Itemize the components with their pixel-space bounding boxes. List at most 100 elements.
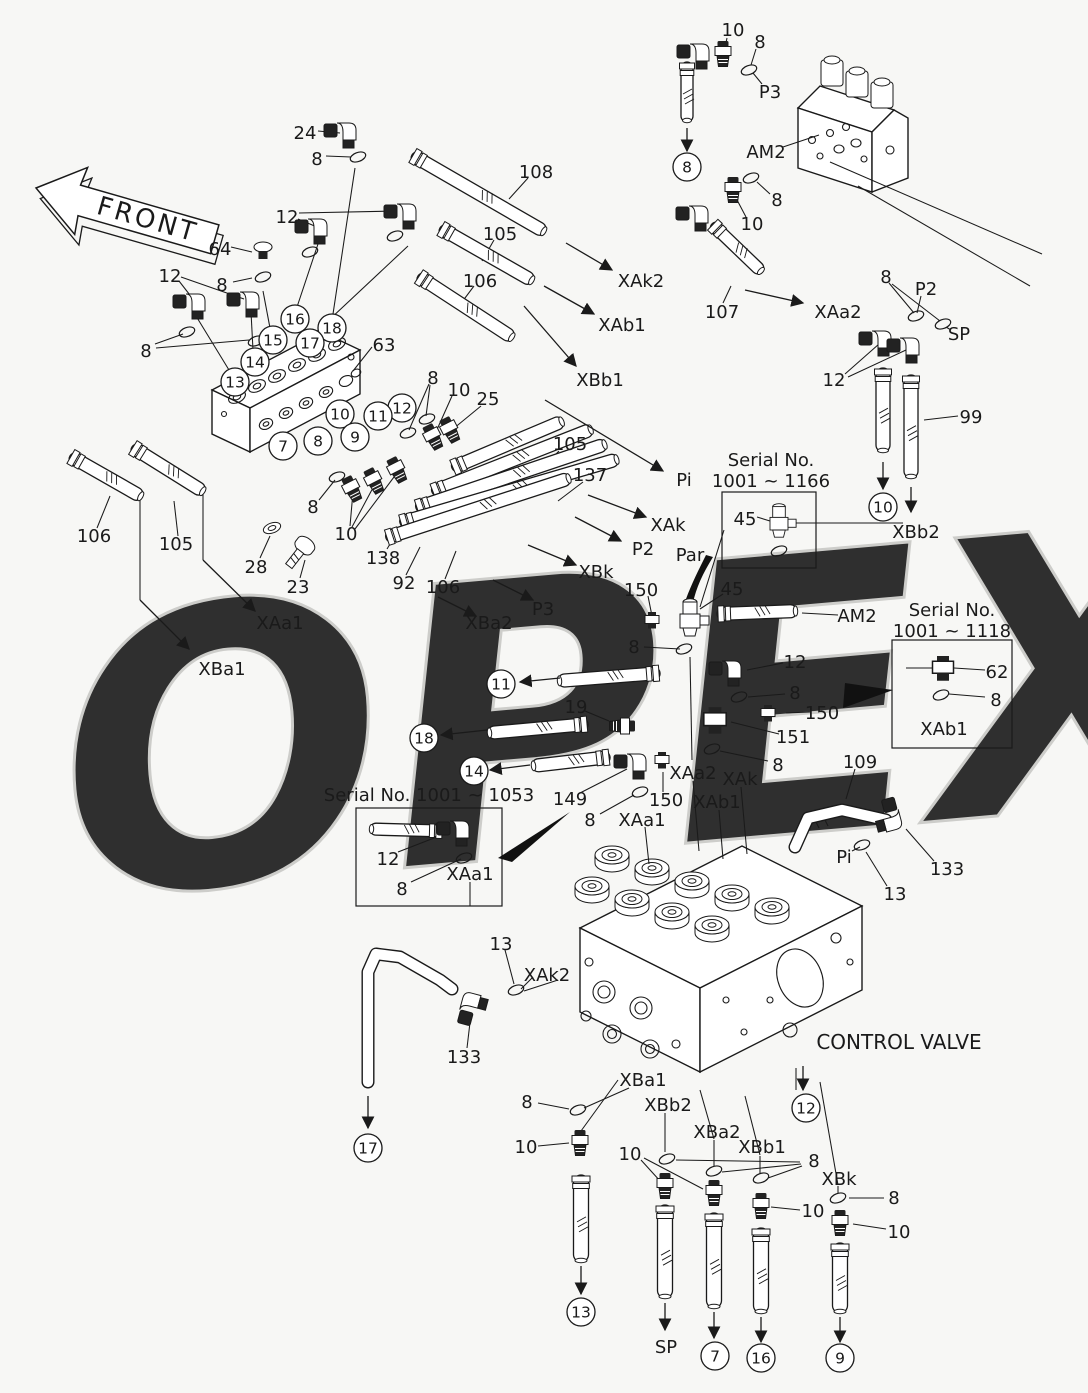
item-number: 15 bbox=[263, 332, 283, 350]
hose-end bbox=[486, 727, 493, 739]
port-label: XAk2 bbox=[618, 271, 665, 292]
part-number-label: 108 bbox=[519, 162, 553, 183]
item-circle-outline bbox=[340, 422, 370, 452]
port-label: P2 bbox=[632, 539, 654, 560]
leader-line bbox=[405, 546, 421, 576]
hose-texture bbox=[481, 189, 493, 204]
item-number-circle: 11 bbox=[363, 401, 393, 431]
item-number: 14 bbox=[464, 763, 484, 781]
leader-line bbox=[325, 155, 352, 158]
hose bbox=[127, 440, 207, 497]
hose-collar bbox=[579, 715, 589, 734]
hoses bbox=[66, 61, 920, 1315]
leader-line bbox=[155, 339, 250, 349]
item-number: 12 bbox=[796, 1100, 816, 1118]
item-circle-outline bbox=[409, 723, 439, 753]
hose bbox=[902, 374, 920, 480]
leader-line bbox=[504, 949, 515, 985]
leader-line bbox=[354, 472, 398, 530]
hose-collar bbox=[874, 376, 892, 382]
item-circle-outline bbox=[672, 152, 702, 182]
hose-texture bbox=[682, 88, 695, 105]
hose-collar bbox=[712, 224, 728, 239]
hose-end bbox=[507, 332, 516, 343]
part-number-label: 8 bbox=[772, 755, 783, 776]
item-number-circle: 7 bbox=[268, 431, 298, 461]
item-number-circle: 15 bbox=[258, 325, 288, 355]
hose bbox=[449, 416, 565, 476]
item-number-circle: 9 bbox=[825, 1343, 855, 1373]
part-number-label: 106 bbox=[426, 577, 460, 598]
leader-line bbox=[844, 343, 880, 375]
leader-line bbox=[699, 593, 724, 610]
hose-collar bbox=[436, 220, 451, 240]
leader-line bbox=[746, 662, 784, 671]
part-number-label: 8 bbox=[307, 497, 318, 518]
item-number-circle: 9 bbox=[340, 422, 370, 452]
serial-box-1166: Serial No. 1001 ~ 1166 bbox=[712, 450, 830, 569]
item-number: 8 bbox=[313, 433, 323, 451]
part-number-label: 8 bbox=[771, 190, 782, 211]
item-number-circle: 18 bbox=[409, 723, 439, 753]
hose-collar bbox=[830, 1243, 850, 1251]
item-number: 16 bbox=[285, 311, 305, 329]
hose bbox=[486, 715, 589, 740]
hose-texture bbox=[536, 720, 553, 733]
part-number-label: 106 bbox=[463, 271, 497, 292]
hose-end bbox=[556, 675, 563, 687]
hose-collar bbox=[751, 1228, 771, 1236]
leader-line bbox=[770, 1206, 801, 1211]
part-number-label: 64 bbox=[209, 239, 232, 260]
leader-line bbox=[408, 383, 430, 431]
hose-end bbox=[682, 117, 692, 124]
part-number-label: 109 bbox=[843, 752, 877, 773]
part-number-label: 63 bbox=[373, 335, 396, 356]
port-label: XAa2 bbox=[814, 302, 861, 323]
leader-line bbox=[299, 559, 306, 579]
hose-collar bbox=[705, 1221, 723, 1227]
item-number: 7 bbox=[710, 1348, 720, 1366]
part-number-label: 133 bbox=[447, 1047, 481, 1068]
hose-collar bbox=[443, 225, 457, 242]
leader-line bbox=[410, 858, 462, 883]
hose-end bbox=[137, 491, 145, 502]
leader-line bbox=[232, 277, 253, 283]
leader-line bbox=[801, 612, 839, 616]
item-number: 18 bbox=[414, 730, 434, 748]
hose-body bbox=[789, 804, 892, 853]
leader-line bbox=[767, 1165, 803, 1179]
item-circle-outline bbox=[325, 399, 355, 429]
leader-line bbox=[262, 290, 271, 329]
serial-box-title: Serial No. bbox=[909, 600, 996, 621]
port-label: XAk bbox=[722, 769, 758, 790]
hose-collar bbox=[655, 1205, 675, 1213]
port-label: P3 bbox=[532, 599, 554, 620]
hose-collar bbox=[571, 1175, 591, 1183]
item-number: 8 bbox=[682, 159, 692, 177]
leader-line bbox=[747, 693, 786, 698]
item-number: 9 bbox=[350, 429, 360, 447]
part-number-label: 107 bbox=[705, 302, 739, 323]
leader-line bbox=[722, 285, 732, 304]
item-number: 14 bbox=[245, 354, 265, 372]
leader-line bbox=[948, 693, 986, 698]
item-circle-outline bbox=[268, 431, 298, 461]
bent-hose bbox=[788, 803, 893, 854]
port-label: XBk bbox=[821, 1169, 857, 1190]
item-number-circle: 10 bbox=[325, 399, 355, 429]
hose-collar bbox=[651, 664, 661, 683]
leader-line bbox=[434, 395, 453, 435]
hose-end bbox=[613, 454, 620, 465]
hose-collar bbox=[902, 383, 920, 389]
part-number-label: 19 bbox=[565, 697, 588, 718]
item-number-circle: 16 bbox=[280, 304, 310, 334]
leader-line bbox=[923, 415, 959, 421]
hose bbox=[655, 1204, 675, 1300]
hose-collar bbox=[706, 218, 723, 235]
pointer-arrow bbox=[527, 544, 578, 567]
item-number-circle: 18 bbox=[317, 313, 347, 343]
hose-end bbox=[877, 447, 889, 454]
pointer-arrow bbox=[523, 305, 577, 367]
bent-hose bbox=[361, 947, 459, 1089]
part-number-label: 12 bbox=[377, 849, 400, 870]
